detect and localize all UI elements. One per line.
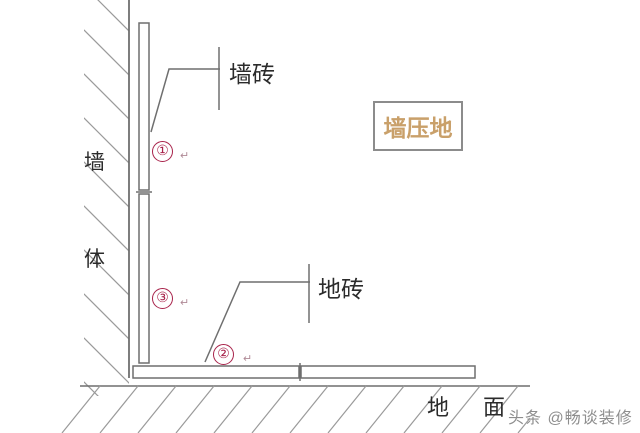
wall-body-label: 墙 体 — [84, 110, 110, 346]
watermark-text: 头条 @畅谈装修 — [508, 410, 633, 427]
wall-tile-leader — [150, 47, 220, 133]
ground-label-char-1: 地 — [427, 395, 450, 420]
pilcrow-mark-2: ↵ — [243, 353, 253, 365]
wall-body-char-1: 墙 — [84, 150, 105, 174]
ground-label-char-2: 面 — [483, 395, 506, 420]
marker-circle-2: ② — [213, 344, 234, 365]
wall-tile-shape — [136, 22, 152, 364]
pilcrow-mark-3: ↵ — [180, 297, 190, 309]
floor-tile-shape — [132, 363, 476, 381]
floor-tile-leader — [204, 264, 310, 363]
wall-tile-label: 墙砖 — [229, 62, 275, 87]
marker-circle-3: ③ — [152, 288, 173, 309]
wall-hatching — [84, 0, 129, 396]
marker-circle-1: ① — [152, 141, 173, 162]
ground-hatching — [61, 385, 530, 433]
pilcrow-mark-1: ↵ — [180, 150, 190, 162]
callout-text: 墙压地 — [383, 116, 453, 141]
callout-box: 墙压地 — [373, 101, 463, 151]
floor-tile-label: 地砖 — [318, 277, 364, 302]
wall-body-char-2: 体 — [84, 247, 105, 271]
